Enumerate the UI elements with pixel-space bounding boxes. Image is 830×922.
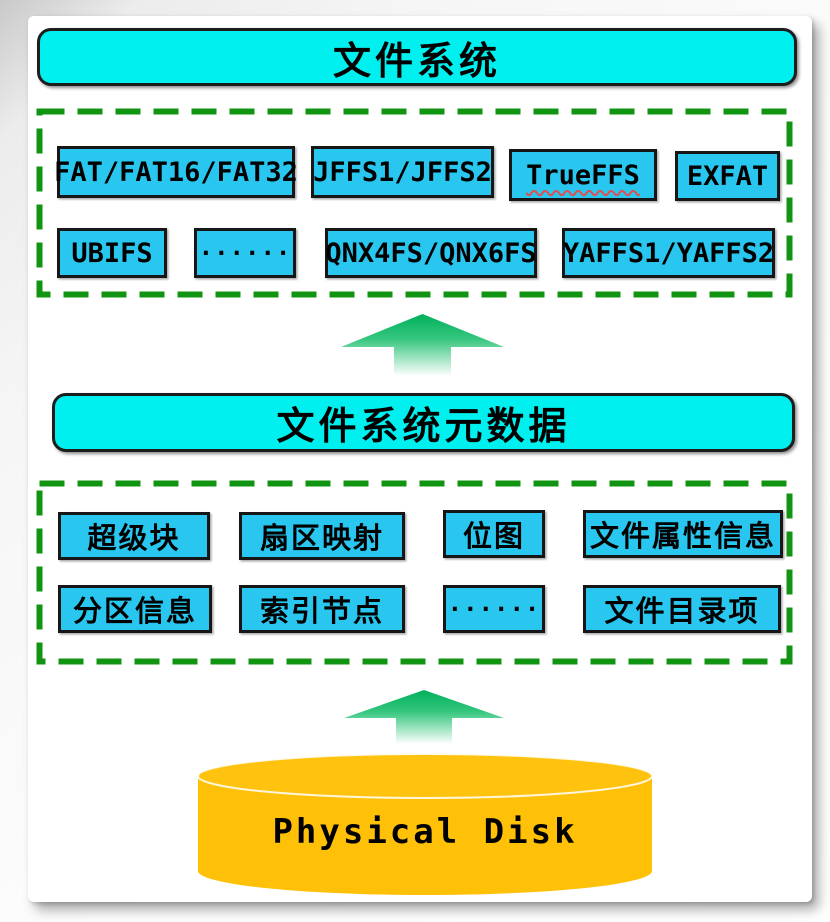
md-node-label: 扇区映射: [259, 523, 384, 555]
ellipsis-label: ······: [447, 595, 541, 623]
ellipsis-label: ······: [198, 239, 292, 267]
up-arrow-icon: [344, 690, 504, 744]
md-node-label: 位图: [462, 521, 525, 553]
fs-node-jffs: JFFS1/JFFS2: [311, 146, 494, 198]
md-node-ellipsis: ······: [443, 585, 545, 633]
md-node-label: 索引节点: [259, 596, 384, 628]
fs-node-qnx: QNX4FS/QNX6FS: [325, 228, 537, 278]
md-node-inode: 索引节点: [239, 585, 405, 633]
md-node-label: 文件属性信息: [589, 521, 776, 553]
md-node-dir-entry: 文件目录项: [583, 585, 781, 633]
up-arrow-icon: [341, 314, 504, 376]
md-node-file-attr: 文件属性信息: [583, 510, 783, 558]
fs-node-trueffs: TrueFFS: [509, 149, 657, 201]
fs-node-fat: FAT/FAT16/FAT32: [54, 146, 298, 198]
metadata-title: 文件系统元数据: [276, 406, 571, 448]
md-node-bitmap: 位图: [443, 510, 545, 558]
physical-disk-label: Physical Disk: [272, 812, 578, 852]
filesystem-title: 文件系统: [332, 40, 501, 83]
filesystem-group-box: [36, 108, 793, 298]
md-node-sector-map: 扇区映射: [239, 512, 405, 560]
dashed-border: [36, 108, 793, 298]
fs-node-label: UBIFS: [71, 237, 153, 269]
fs-node-ellipsis: ······: [194, 228, 296, 278]
metadata-title-bar: 文件系统元数据: [52, 393, 795, 452]
fs-node-exfat: EXFAT: [675, 151, 780, 201]
md-node-partition-info: 分区信息: [58, 585, 212, 633]
filesystem-title-bar: 文件系统: [37, 28, 797, 86]
md-node-label: 文件目录项: [604, 596, 760, 628]
fs-node-label: EXFAT: [686, 160, 769, 192]
md-node-label: 分区信息: [72, 596, 197, 628]
fs-node-label: FAT/FAT16/FAT32: [54, 156, 298, 188]
fs-node-label: YAFFS1/YAFFS2: [562, 237, 775, 269]
md-node-label: 超级块: [87, 523, 181, 555]
fs-node-label: QNX4FS/QNX6FS: [325, 237, 537, 269]
md-node-superblock: 超级块: [58, 512, 210, 560]
fs-node-label: JFFS1/JFFS2: [313, 156, 492, 188]
metadata-group-box: [36, 480, 793, 665]
dashed-border: [36, 480, 793, 665]
fs-node-yaffs: YAFFS1/YAFFS2: [562, 228, 775, 278]
fs-node-ubifs: UBIFS: [57, 228, 167, 278]
fs-node-label: TrueFFS: [526, 159, 640, 191]
physical-disk-cylinder: [197, 753, 653, 895]
